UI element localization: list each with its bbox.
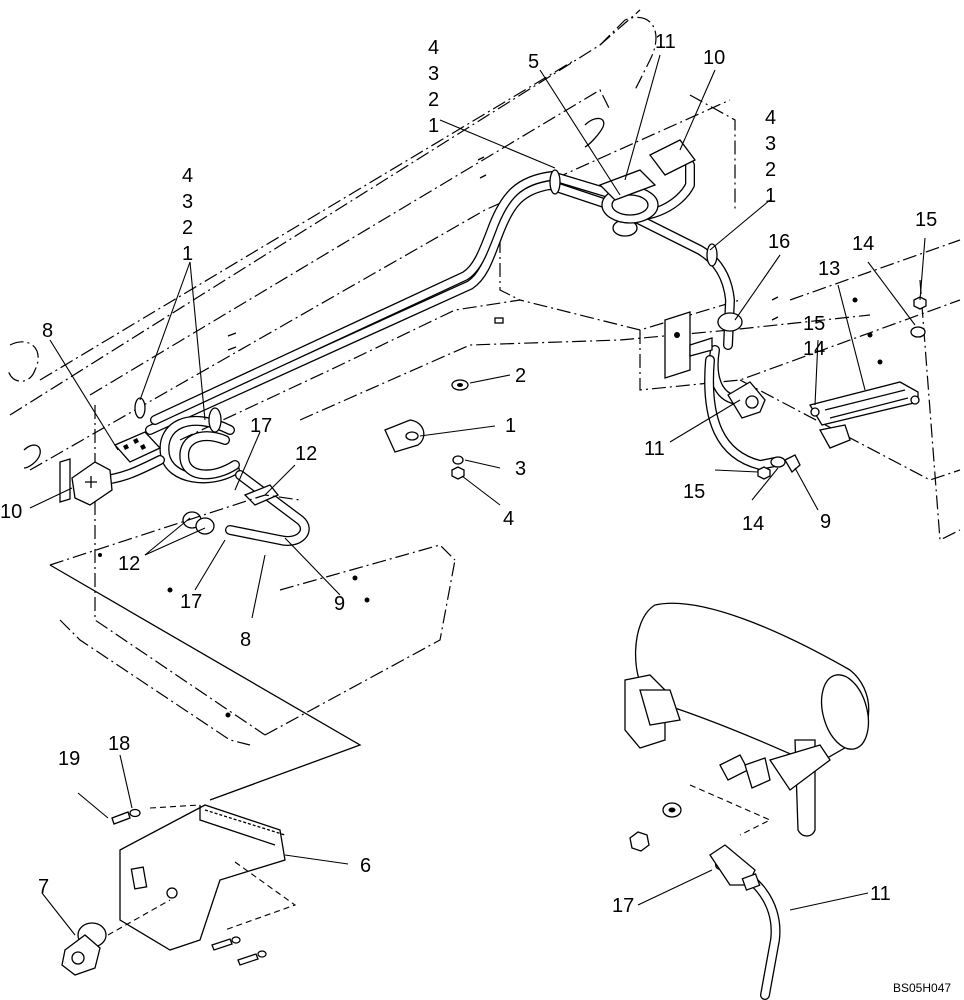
callout-label: 16 [768, 231, 790, 253]
callout-label: 1 [182, 243, 193, 265]
callout-label: 3 [182, 191, 193, 213]
callout-label: 8 [42, 320, 53, 342]
callout-label: 5 [528, 51, 539, 73]
callout-label: 19 [58, 748, 80, 770]
callout-label: 7 [38, 876, 49, 898]
callout-label: 15 [803, 313, 825, 335]
drawing-reference-code: BS05H047 [893, 981, 951, 995]
callout-label: 11 [655, 31, 676, 53]
callout-label: 4 [765, 107, 776, 129]
callout-label: 1 [765, 185, 776, 207]
switch-bracket-assembly [49, 494, 362, 976]
callout-label: 1 [505, 415, 516, 437]
starter-motor [624, 602, 870, 1000]
callout-label: 15 [683, 481, 705, 503]
callout-label: 2 [428, 89, 439, 111]
callout-label: 4 [503, 508, 514, 530]
callout-label: 14 [803, 338, 825, 360]
callout-label: 15 [915, 209, 937, 231]
callout-label: 14 [852, 233, 874, 255]
callout-label: 14 [742, 513, 764, 535]
callout-label: 2 [515, 365, 526, 387]
callout-label: 1 [428, 115, 439, 137]
callout-label: 2 [182, 217, 193, 239]
callout-label: 3 [765, 133, 776, 155]
callout-label: 10 [0, 501, 22, 523]
callout-label: 3 [428, 63, 439, 85]
callout-label: 3 [515, 458, 526, 480]
callout-labels: 4 3 2 1 5 11 10 4 3 2 1 4 3 2 1 16 15 14… [0, 31, 937, 917]
main-wiring-harness [71, 139, 780, 546]
callout-label: 17 [180, 591, 202, 613]
callout-label: 6 [360, 855, 371, 877]
hardware-parts [182, 296, 927, 535]
callout-label: 10 [703, 47, 725, 69]
callout-label: 9 [820, 511, 831, 533]
chassis-frame-outline [7, 9, 961, 746]
callout-label: 11 [870, 883, 891, 905]
callout-label: 4 [182, 165, 193, 187]
callout-label: 11 [644, 438, 665, 460]
callout-label: 2 [765, 159, 776, 181]
callout-label: 18 [108, 733, 130, 755]
callout-label: 12 [118, 553, 140, 575]
leader-lines [29, 54, 926, 936]
callout-label: 17 [612, 895, 634, 917]
callout-label: 4 [428, 37, 439, 59]
callout-label: 12 [295, 443, 317, 465]
callout-label: 13 [818, 258, 840, 280]
callout-label: 9 [334, 593, 345, 615]
callout-label: 8 [240, 629, 251, 651]
callout-label: 17 [250, 415, 272, 437]
frame-holes [23, 117, 883, 718]
